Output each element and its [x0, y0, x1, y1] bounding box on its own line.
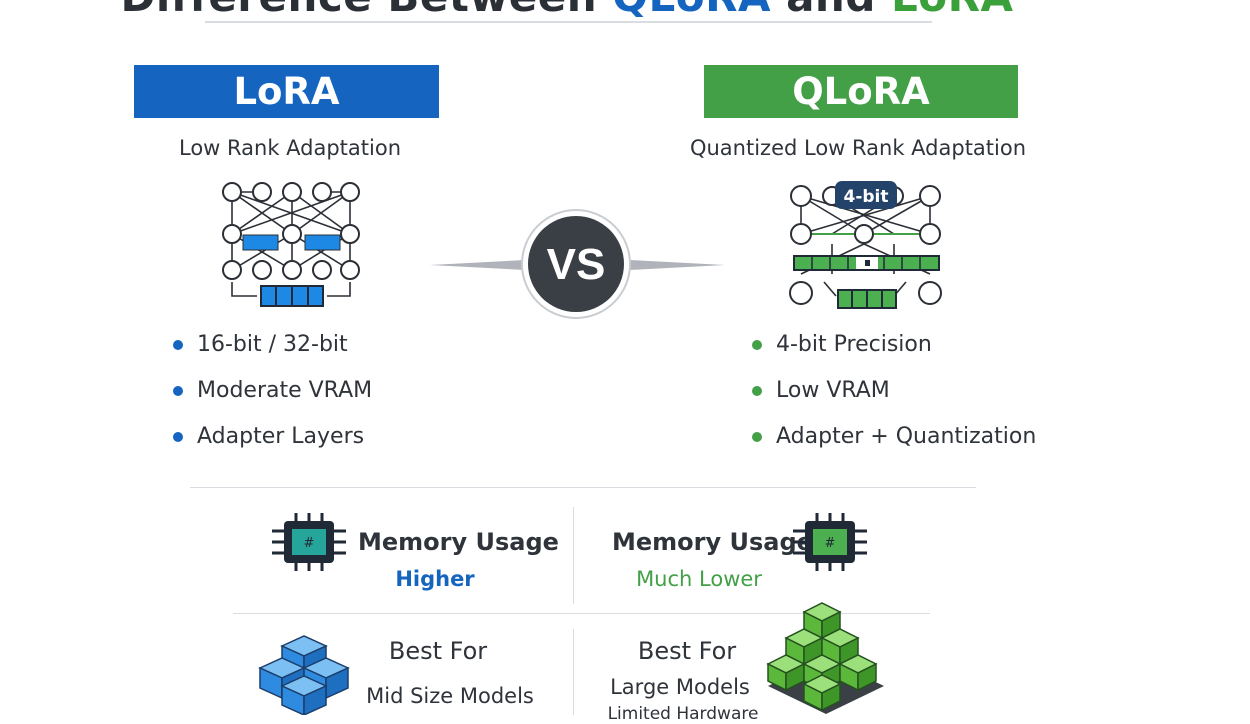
memory-chip-icon: # — [793, 513, 867, 571]
lora-bestfor-label: Best For — [388, 637, 488, 665]
bullet-dot — [173, 340, 183, 350]
list-item: 16-bit / 32-bit — [173, 322, 372, 368]
bullet-dot — [752, 432, 762, 442]
column-divider — [573, 629, 574, 715]
title-qlora: QLoRA — [612, 0, 771, 21]
svg-text:#: # — [304, 536, 315, 551]
title-and: and — [771, 0, 891, 21]
list-item: 4-bit Precision — [752, 322, 1036, 368]
list-item-label: Moderate VRAM — [197, 378, 373, 403]
bullet-dot — [752, 340, 762, 350]
qlora-bestfor-label: Best For — [637, 637, 737, 665]
qlora-banner-label: QLoRA — [792, 70, 930, 113]
bullet-dot — [173, 432, 183, 442]
list-item: Moderate VRAM — [173, 368, 372, 414]
title-lora: LoRA — [891, 0, 1013, 21]
lora-banner-label: LoRA — [233, 70, 340, 113]
qlora-memory-label: Memory Usage — [612, 528, 813, 556]
qlora-banner: QLoRA — [704, 65, 1018, 118]
title-text: Difference Between — [121, 0, 613, 21]
lora-subtitle: Low Rank Adaptation — [178, 136, 402, 160]
quantized-network-icon: 4-bit — [789, 181, 942, 309]
lora-feature-list: 16-bit / 32-bit Moderate VRAM Adapter La… — [173, 322, 372, 460]
bullet-dot — [173, 386, 183, 396]
list-item: Low VRAM — [752, 368, 1036, 414]
vs-text: VS — [547, 240, 606, 289]
section-divider — [233, 613, 930, 614]
lora-memory-label: Memory Usage — [358, 528, 559, 556]
qlora-bestfor-value: Large Models — [610, 675, 750, 699]
precision-badge: 4-bit — [843, 187, 888, 207]
title-divider — [205, 21, 932, 23]
qlora-bestfor-value-2: Limited Hardware — [607, 704, 759, 724]
list-item-label: 16-bit / 32-bit — [197, 332, 348, 357]
lora-bestfor-value: Mid Size Models — [366, 684, 534, 708]
list-item-label: Adapter Layers — [197, 424, 365, 449]
page-title: Difference Between QLoRA and LoRA — [0, 0, 1134, 21]
list-item: Adapter + Quantization — [752, 414, 1036, 460]
svg-text:#: # — [825, 536, 836, 551]
list-item-label: Adapter + Quantization — [776, 424, 1037, 449]
bullet-dot — [752, 386, 762, 396]
column-divider — [573, 507, 574, 604]
vs-badge-icon: VS — [430, 209, 725, 319]
lora-banner: LoRA — [134, 65, 439, 118]
neural-network-icon — [222, 182, 360, 307]
section-divider — [190, 487, 976, 488]
qlora-memory-value: Much Lower — [636, 567, 762, 591]
cube-stack-icon — [258, 635, 350, 715]
qlora-subtitle: Quantized Low Rank Adaptation — [689, 136, 1027, 160]
list-item-label: 4-bit Precision — [776, 332, 932, 357]
qlora-feature-list: 4-bit Precision Low VRAM Adapter + Quant… — [752, 322, 1036, 460]
list-item-label: Low VRAM — [776, 378, 890, 403]
cube-stack-icon — [766, 602, 884, 714]
lora-memory-value: Higher — [395, 567, 475, 591]
list-item: Adapter Layers — [173, 414, 372, 460]
memory-chip-icon: # — [272, 513, 346, 571]
